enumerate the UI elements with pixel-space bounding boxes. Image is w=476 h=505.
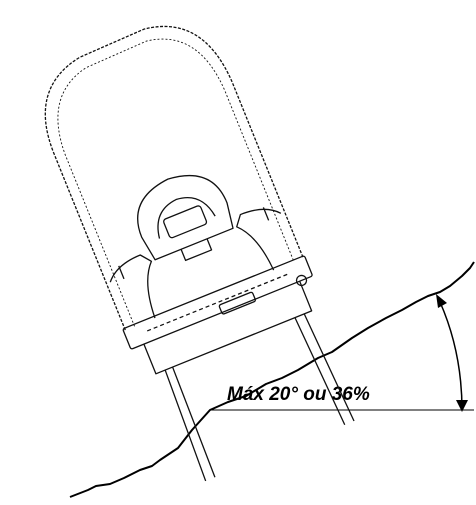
device-illustration [44,25,355,482]
device-seat [137,174,234,261]
device-right-arm [236,208,282,271]
angle-arc [439,301,463,411]
slope-ground-line [69,261,475,498]
device-base [143,280,313,375]
device-canopy [44,25,304,331]
angle-arrow-top [436,294,447,308]
angle-arrow-bottom [456,400,468,412]
device-left-arm [109,254,156,319]
device-front-bar [122,255,313,350]
angle-label: Máx 20° ou 36% [227,384,370,405]
